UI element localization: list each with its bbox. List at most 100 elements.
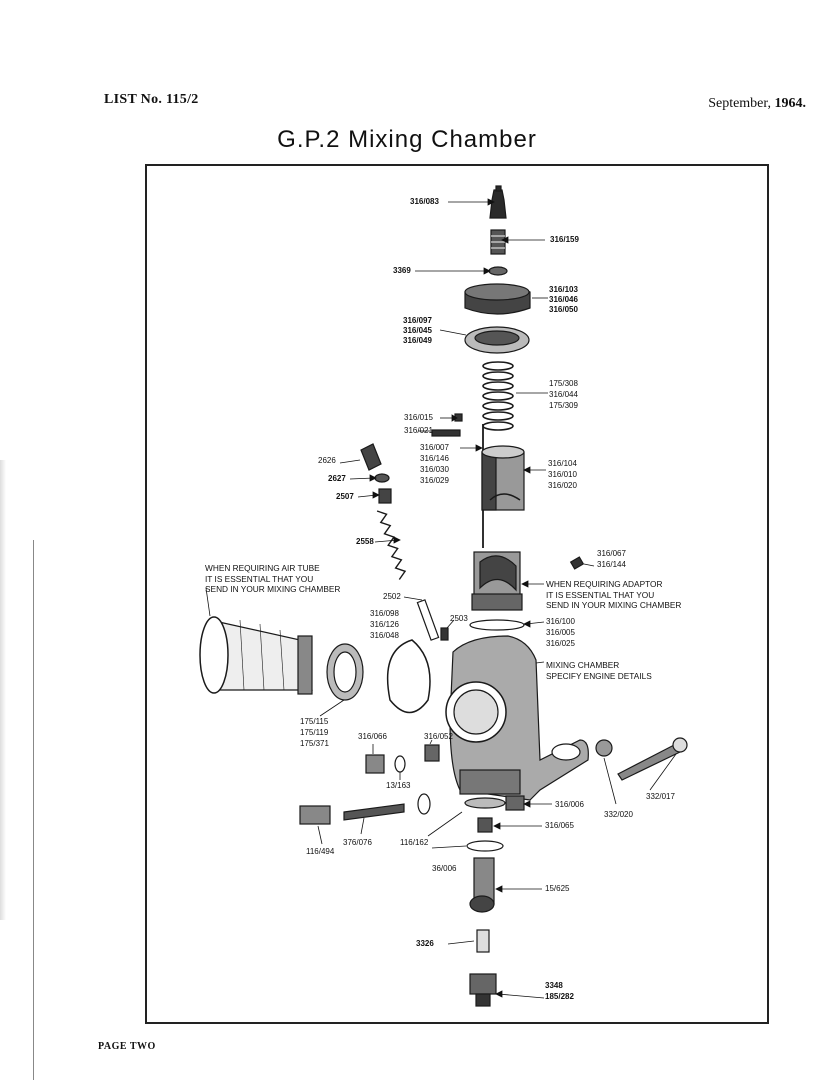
part-label: 175/119 — [300, 728, 329, 737]
gasket-part — [469, 619, 525, 631]
part-label: 2507 — [336, 492, 354, 501]
throttle-slide-part — [481, 445, 525, 511]
top-screw-part — [489, 185, 507, 219]
part-label: 316/007 — [420, 443, 449, 452]
banjo-washer-part — [417, 793, 431, 815]
part-label: 3369 — [393, 266, 411, 275]
washer-part — [374, 473, 390, 483]
mixing-chamber-note: MIXING CHAMBER SPECIFY ENGINE DETAILS — [546, 660, 652, 681]
part-label: 13/163 — [386, 781, 411, 790]
part-label: 316/010 — [548, 470, 577, 479]
part-label: 2502 — [383, 592, 401, 601]
part-label: 2627 — [328, 474, 346, 483]
pilot-jet-part — [360, 443, 382, 471]
part-label: 376/076 — [343, 838, 372, 847]
scan-edge-shadow — [0, 460, 6, 920]
lock-nut-part — [595, 739, 613, 757]
part-label: 332/020 — [604, 810, 633, 819]
part-label: 316/067 — [597, 549, 626, 558]
part-label: 332/017 — [646, 792, 675, 801]
part-label: 316/159 — [550, 235, 579, 244]
collar-plate-part — [464, 326, 530, 354]
part-label: 185/282 — [545, 992, 574, 1001]
nut-part — [488, 266, 508, 276]
date-year: 1964. — [774, 96, 807, 111]
part-label: 2558 — [356, 537, 374, 546]
date-month: September, — [708, 96, 771, 111]
jet-block-part — [505, 795, 525, 811]
part-label: 316/021 — [404, 426, 433, 435]
part-label: 316/025 — [546, 639, 575, 648]
part-label: 175/309 — [549, 401, 578, 410]
part-label: 175/371 — [300, 739, 329, 748]
page-title: G.P.2 Mixing Chamber — [277, 126, 537, 153]
bell-mouth-part — [199, 616, 313, 695]
adaptor-note: WHEN REQUIRING ADAPTOR IT IS ESSENTIAL T… — [546, 579, 682, 610]
main-jet-holder-part — [469, 857, 495, 913]
part-label: 316/104 — [548, 459, 577, 468]
needle-bar-part — [431, 429, 461, 437]
diagram-frame — [145, 164, 769, 1024]
part-label: 316/006 — [555, 800, 584, 809]
ring-nut-part — [326, 643, 364, 701]
part-label: 316/029 — [420, 476, 449, 485]
spring-clip-part — [386, 639, 431, 714]
part-label: 116/494 — [306, 847, 335, 856]
knurled-cap-part — [464, 283, 531, 315]
part-label: 316/030 — [420, 465, 449, 474]
part-label: 316/005 — [546, 628, 575, 637]
part-label: 36/006 — [432, 864, 457, 873]
jet-holder-part — [378, 488, 392, 504]
mixing-chamber-body-part — [445, 635, 589, 801]
throttle-stop-screw-part — [617, 737, 688, 781]
part-label: 316/048 — [370, 631, 399, 640]
slide-spring-part — [482, 361, 514, 431]
part-label: 316/044 — [549, 390, 578, 399]
threaded-plug-part — [490, 229, 506, 255]
part-label: 316/045 — [403, 326, 432, 335]
part-label: 316/083 — [410, 197, 439, 206]
lower-gasket-part — [466, 840, 504, 852]
air-tube-note: WHEN REQUIRING AIR TUBE IT IS ESSENTIAL … — [205, 563, 341, 594]
fibre-washer-part — [394, 755, 406, 773]
air-tube-rod-part — [416, 599, 440, 641]
part-label: 316/100 — [546, 617, 575, 626]
needle-jet-part — [477, 817, 493, 833]
part-label: 316/046 — [549, 295, 578, 304]
part-label: 2503 — [450, 614, 468, 623]
bottom-plug-part — [469, 973, 497, 1007]
part-label: 175/308 — [549, 379, 578, 388]
part-label: 316/066 — [358, 732, 387, 741]
banjo-bolt-part — [299, 805, 331, 825]
part-label: 316/146 — [420, 454, 449, 463]
part-label: 3348 — [545, 981, 563, 990]
part-label: 3326 — [416, 939, 434, 948]
part-label: 116/162 — [400, 838, 429, 847]
list-number: LIST No. 115/2 — [104, 92, 199, 107]
part-label: 15/625 — [545, 884, 570, 893]
page-footer: PAGE TWO — [98, 1041, 156, 1052]
part-label: 316/126 — [370, 620, 399, 629]
main-jet-part — [476, 929, 490, 953]
part-label: 316/049 — [403, 336, 432, 345]
adaptor-screw-part — [569, 556, 585, 570]
part-label: 316/052 — [424, 732, 453, 741]
plug-screw-part — [365, 754, 385, 774]
date: September, 1964. — [708, 96, 806, 112]
part-label: 175/115 — [300, 717, 329, 726]
part-label: 316/103 — [549, 285, 578, 294]
part-label: 316/065 — [545, 821, 574, 830]
part-label: 316/020 — [548, 481, 577, 490]
float-bowl-washer-part — [464, 797, 506, 809]
part-label: 316/097 — [403, 316, 432, 325]
part-label: 316/050 — [549, 305, 578, 314]
small-pin-part — [440, 627, 449, 641]
part-label: 316/098 — [370, 609, 399, 618]
leader-lines — [205, 198, 677, 999]
adaptor-part — [471, 551, 523, 611]
part-label: 2626 — [318, 456, 336, 465]
part-label: 316/144 — [597, 560, 626, 569]
pilot-air-screw-part — [343, 803, 405, 821]
air-screw-spring-part — [376, 510, 407, 580]
